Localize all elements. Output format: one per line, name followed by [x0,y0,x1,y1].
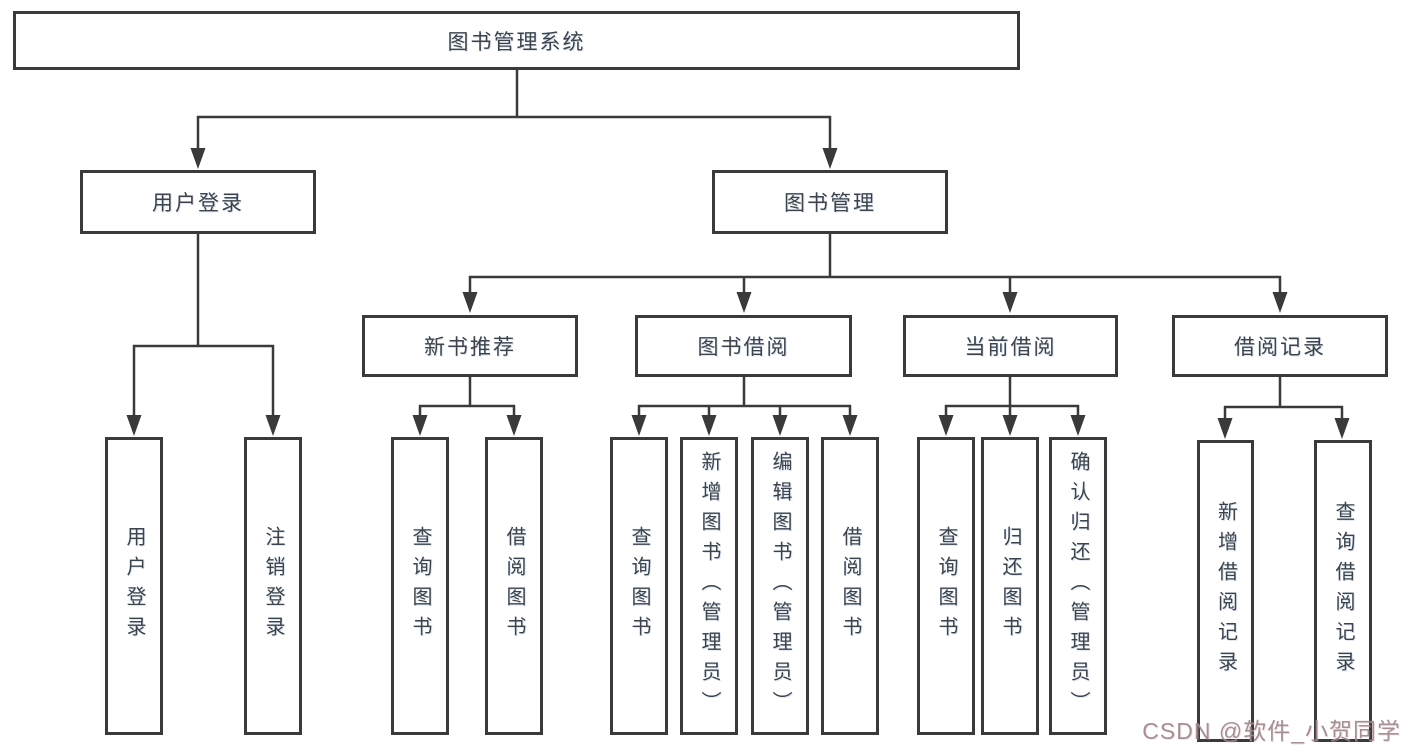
node-label: 注销登录 [262,526,284,646]
leaf-query-borrow-record: 查询借阅记录 [1314,440,1372,742]
node-label: 用户登录 [152,192,244,215]
arrow-down-icon [265,415,281,436]
node-system-root: 图书管理系统 [13,11,1020,70]
arrow-down-icon [506,415,522,436]
arrow-down-icon [190,148,206,169]
node-label: 图书借阅 [697,336,790,359]
node-label: 用户登录 [123,526,145,646]
node-label: 图书管理系统 [447,30,586,54]
node-label: 新增图书（管理员） [698,451,720,721]
leaf-add-book-admin: 新增图书（管理员） [680,437,738,735]
leaf-query-book-1: 查询图书 [391,437,449,735]
node-label: 查询图书 [628,526,650,646]
leaf-return-book: 归还图书 [981,437,1039,735]
node-user-login: 用户登录 [80,170,316,234]
node-label: 借阅记录 [1234,336,1326,359]
node-label: 归还图书 [999,526,1021,646]
arrow-down-icon [462,292,478,313]
leaf-borrow-book-2: 借阅图书 [821,437,879,735]
arrow-down-icon [822,148,838,169]
leaf-query-book-2: 查询图书 [610,437,668,735]
arrow-down-icon [701,415,717,436]
node-label: 借阅图书 [503,526,525,646]
node-label: 新书推荐 [424,336,516,359]
arrow-down-icon [1334,418,1350,439]
node-book-management: 图书管理 [712,170,948,234]
leaf-borrow-book-1: 借阅图书 [485,437,543,735]
arrow-down-icon [631,415,647,436]
node-current-borrow: 当前借阅 [903,315,1118,377]
node-new-book-recommend: 新书推荐 [362,315,578,377]
arrow-down-icon [1002,292,1018,313]
node-borrow-records: 借阅记录 [1172,315,1388,377]
arrow-down-icon [126,415,142,436]
node-label: 确认归还（管理员） [1067,451,1089,721]
leaf-confirm-return-admin: 确认归还（管理员） [1049,437,1107,735]
arrow-down-icon [1070,415,1086,436]
arrow-down-icon [772,415,788,436]
node-label: 查询借阅记录 [1332,501,1354,681]
arrow-down-icon [1002,415,1018,436]
leaf-add-borrow-record: 新增借阅记录 [1197,440,1254,742]
leaf-logout: 注销登录 [244,437,302,735]
arrow-down-icon [938,415,954,436]
leaf-query-book-3: 查询图书 [917,437,975,735]
node-label: 图书管理 [784,192,876,215]
arrow-down-icon [412,415,428,436]
node-label: 查询图书 [409,526,431,646]
arrowheads-group [126,148,1350,439]
node-label: 编辑图书（管理员） [769,451,791,721]
arrow-down-icon [736,292,752,313]
node-label: 借阅图书 [839,526,861,646]
arrow-down-icon [1272,292,1288,313]
node-label: 查询图书 [935,526,957,646]
csdn-watermark: CSDN @软件_小贺同学 [1142,718,1401,744]
leaf-user-login: 用户登录 [105,437,163,735]
node-book-borrow: 图书借阅 [635,315,852,377]
leaf-edit-book-admin: 编辑图书（管理员） [751,437,809,735]
node-label: 当前借阅 [964,336,1057,359]
arrow-down-icon [842,415,858,436]
node-label: 新增借阅记录 [1214,501,1237,681]
arrow-down-icon [1217,418,1233,439]
